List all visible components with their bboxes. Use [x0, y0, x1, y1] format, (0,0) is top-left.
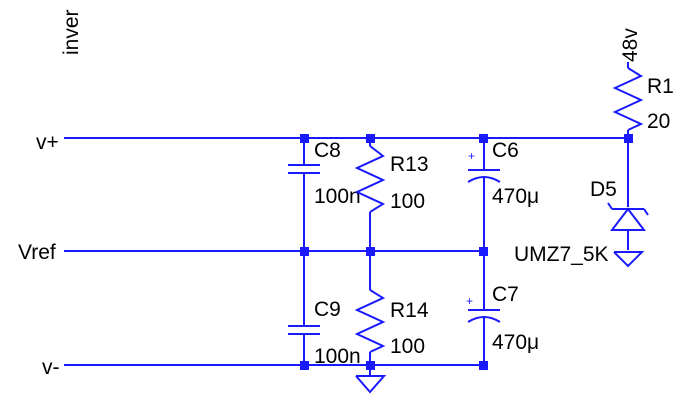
net-label-vminus: v- — [42, 356, 60, 379]
resistor-r13[interactable] — [354, 138, 386, 251]
r14-value: 100 — [390, 335, 425, 358]
r1-value: 20 — [647, 110, 670, 133]
zener-diode-d5[interactable] — [607, 138, 649, 268]
junction-dot-icon — [300, 361, 309, 370]
c6-value: 470μ — [492, 185, 539, 208]
junction-dot-icon — [479, 134, 488, 143]
c9-value: 100n — [314, 345, 361, 368]
junction-dot-icon — [300, 247, 309, 256]
c6-name: C6 — [492, 139, 519, 162]
svg-text:+: + — [466, 294, 473, 308]
ground-icon — [355, 375, 387, 394]
junction-dot-icon — [366, 247, 375, 256]
junction-dots — [300, 134, 633, 370]
top-partial-label: inver — [60, 9, 83, 55]
c9-name: C9 — [314, 298, 341, 321]
r1-name: R1 — [647, 75, 674, 98]
d5-name: D5 — [590, 178, 617, 201]
c8-name: C8 — [314, 139, 341, 162]
net-label-vplus: v+ — [36, 131, 59, 154]
resistor-r1[interactable] — [612, 62, 644, 138]
junction-dot-icon — [479, 361, 488, 370]
capacitor-c6[interactable]: + — [467, 138, 501, 251]
junction-dot-icon — [479, 247, 488, 256]
c8-value: 100n — [314, 185, 361, 208]
net-label-vref: Vref — [18, 241, 56, 264]
junction-dot-icon — [624, 134, 633, 143]
c7-value: 470μ — [492, 331, 539, 354]
junction-dot-icon — [366, 361, 375, 370]
resistor-r14[interactable] — [354, 251, 386, 376]
r14-name: R14 — [390, 299, 429, 322]
supply-label-48v: 48v — [619, 28, 642, 62]
junction-dot-icon — [366, 134, 375, 143]
c7-name: C7 — [492, 283, 519, 306]
capacitor-c7[interactable]: + — [466, 251, 501, 365]
r13-name: R13 — [390, 153, 429, 176]
svg-text:+: + — [468, 149, 475, 163]
capacitor-c9[interactable] — [288, 251, 320, 365]
d5-value: UMZ7_5K — [514, 243, 609, 266]
junction-dot-icon — [300, 134, 309, 143]
r13-value: 100 — [390, 190, 425, 213]
